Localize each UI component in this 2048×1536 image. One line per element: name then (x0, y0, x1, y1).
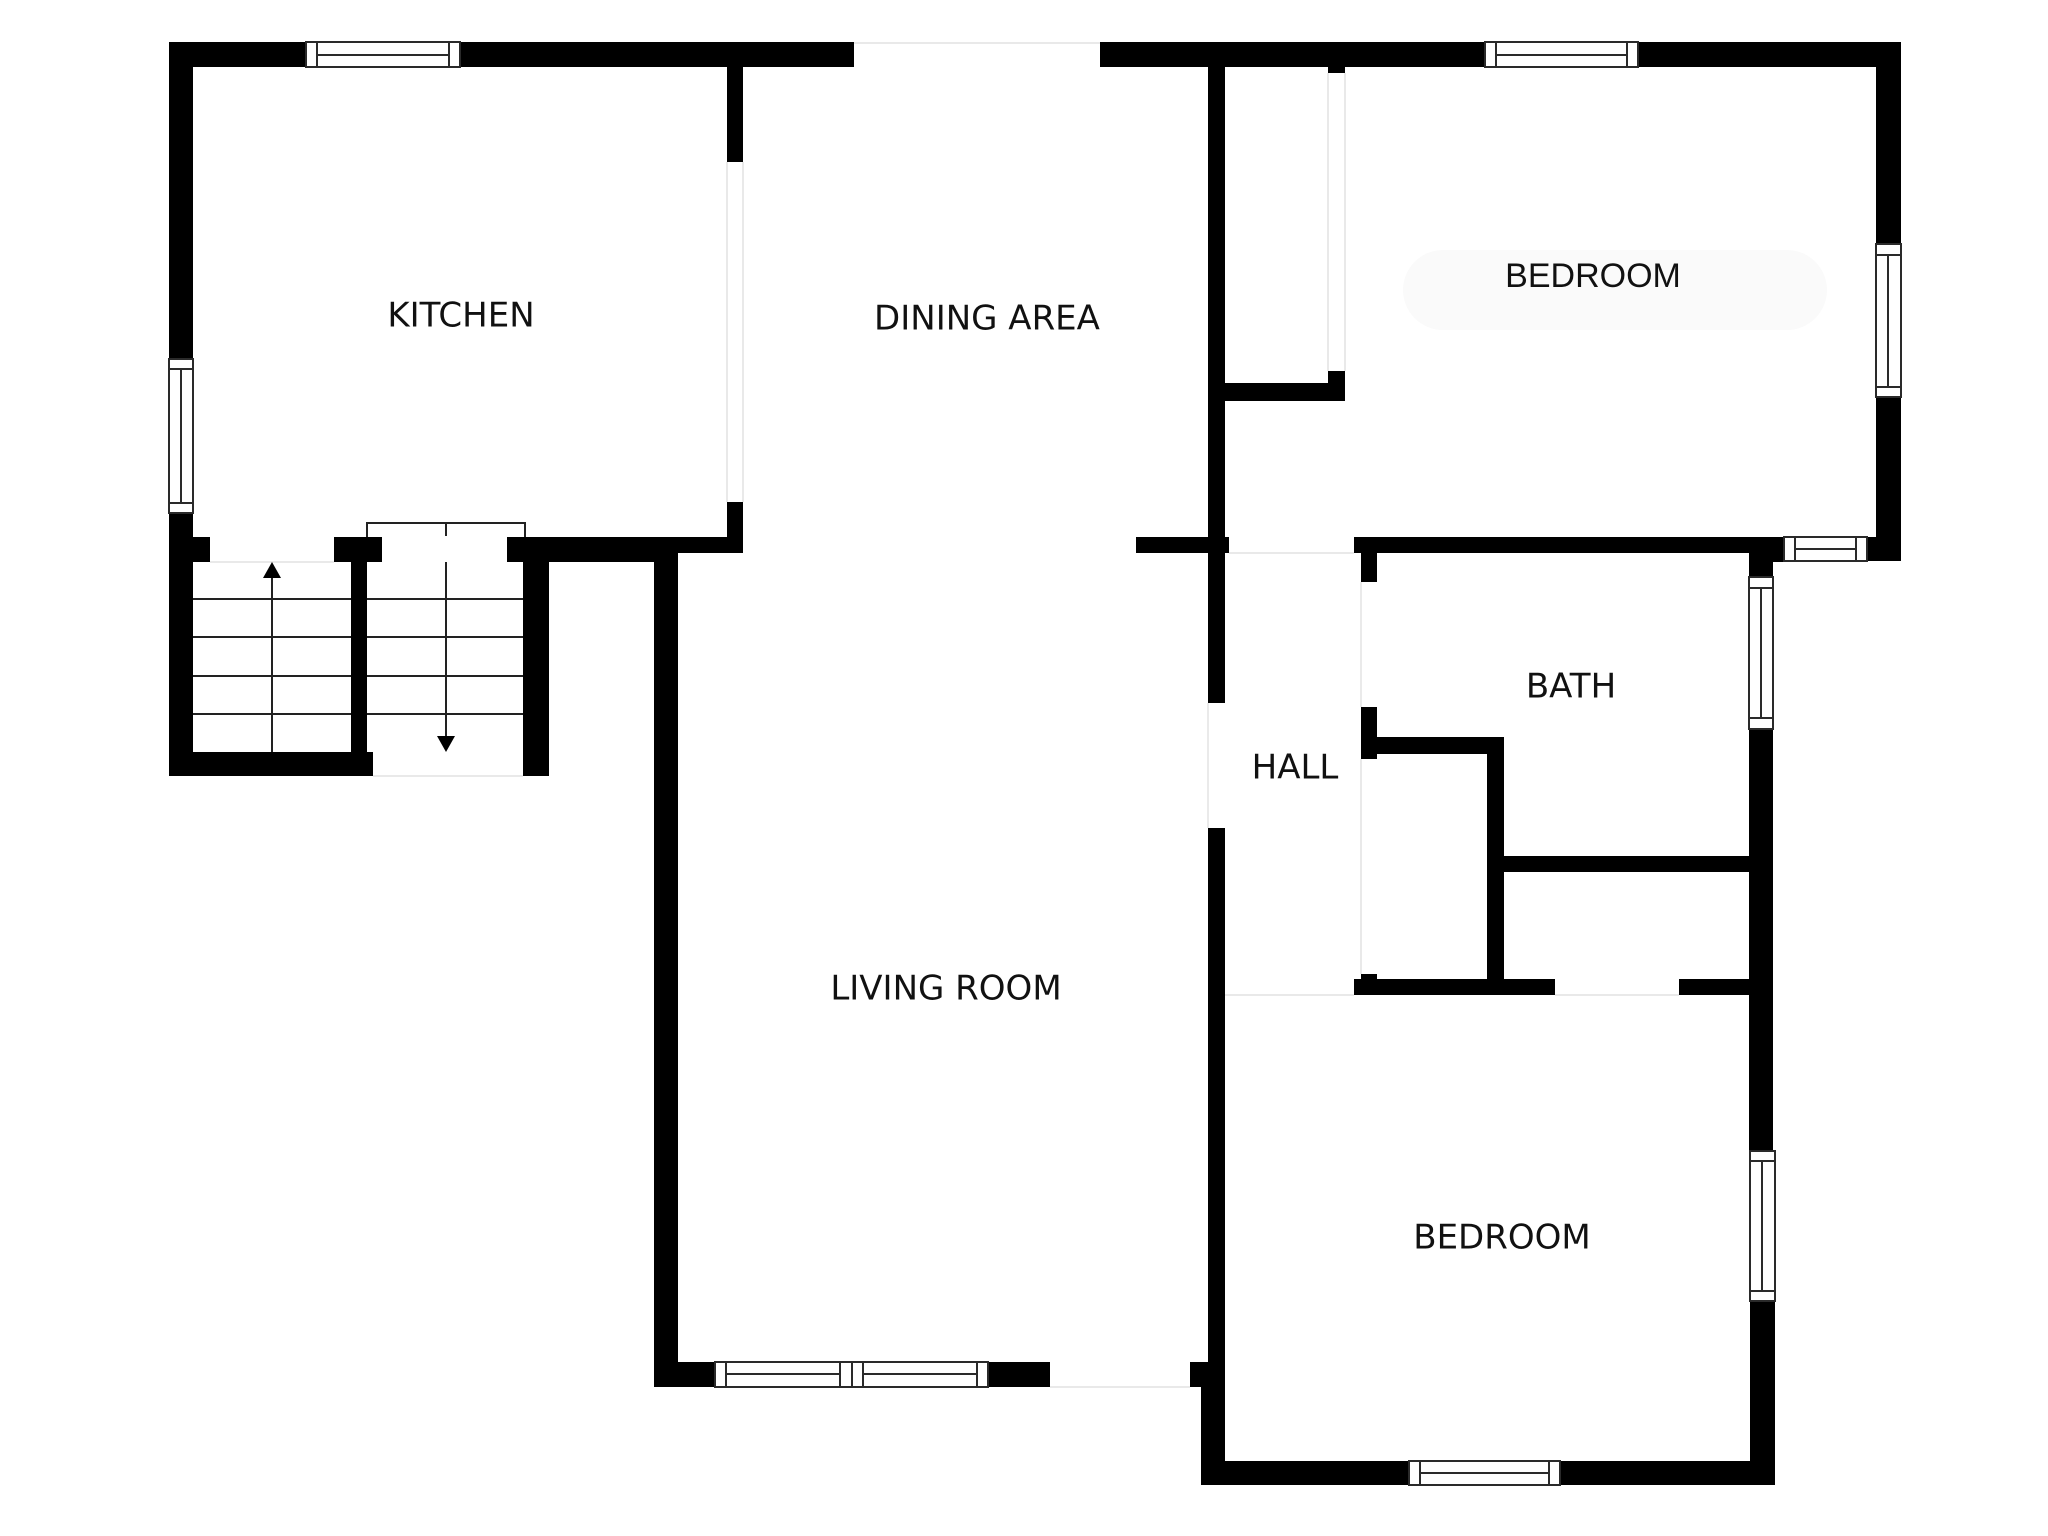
window-kitchen-top (305, 41, 461, 68)
wall-bedroom-top-bottom-a (1354, 537, 1784, 553)
wall-bedroom-top-right-b (1876, 397, 1901, 561)
room-labels: KITCHEN DINING AREA BEDROOM BATH HALL LI… (387, 250, 1827, 1258)
wall-stair-divider (351, 537, 367, 776)
wall-top-left (169, 42, 854, 67)
wall-stair-right (523, 537, 549, 776)
label-bedroom-bottom: BEDROOM (1413, 1218, 1590, 1258)
openings (210, 42, 1679, 1388)
window-kitchen-left (168, 358, 194, 514)
wall-living-bottom-a (654, 1362, 715, 1387)
window-bedroom-top-east (1875, 243, 1902, 398)
wall-dining-stub (1136, 537, 1229, 553)
wall-bedroom-bottom-right-b (1750, 1301, 1775, 1485)
label-kitchen: KITCHEN (387, 296, 534, 336)
wall-bedroom-bottom-top-a (1354, 979, 1555, 995)
wall-stair-bottom (169, 752, 373, 776)
window-bath (1748, 576, 1774, 730)
window-bedroom-top-south (1783, 536, 1868, 562)
wall-center-lower (1208, 828, 1225, 1387)
window-living-double (714, 1361, 989, 1388)
wall-bath-right-a (1749, 553, 1773, 577)
wall-living-bottom-b (988, 1362, 1050, 1387)
walls (169, 42, 1901, 1485)
wall-bath-right-b (1749, 729, 1773, 1151)
windows (168, 41, 1902, 1486)
wall-kitchen-bottom-a (169, 537, 210, 562)
label-living-room: LIVING ROOM (830, 969, 1061, 1009)
wall-bedroom-top-bottom-c (1867, 537, 1901, 561)
sliding-door (366, 522, 526, 537)
wall-bedroom-bottom-floor-a (1201, 1461, 1409, 1485)
wall-kitchen-dining-upper (727, 67, 743, 162)
window-bedroom-bottom-east (1749, 1150, 1776, 1302)
wall-hall-bath-b (1361, 707, 1377, 759)
wall-closet-bottom (1225, 383, 1345, 401)
wall-bedroom-bottom-floor-b (1560, 1461, 1775, 1485)
arrow-down-icon (437, 736, 455, 752)
wall-closet-front-top (1328, 67, 1345, 73)
wall-linen-right (1487, 737, 1504, 995)
wall-linen-top (1377, 737, 1504, 754)
label-halo (1403, 250, 1827, 330)
arrow-up-icon (263, 562, 281, 578)
stair-down (367, 562, 523, 752)
label-bedroom-top: BEDROOM (1505, 257, 1681, 295)
stair-up (193, 562, 351, 752)
wall-hall-bath-a (1361, 553, 1377, 582)
wall-bath-bottom (1504, 856, 1773, 872)
wall-living-left (654, 553, 678, 1387)
wall-bedroom-bottom-top-b (1679, 979, 1773, 995)
window-bedroom-top-north (1484, 41, 1639, 68)
wall-center-upper (1208, 42, 1225, 703)
label-bath: BATH (1526, 667, 1616, 707)
window-bedroom-bottom-south (1408, 1460, 1561, 1486)
label-hall: HALL (1252, 748, 1339, 788)
wall-bedroom-top-right-a (1876, 42, 1901, 244)
label-dining-area: DINING AREA (874, 299, 1100, 339)
